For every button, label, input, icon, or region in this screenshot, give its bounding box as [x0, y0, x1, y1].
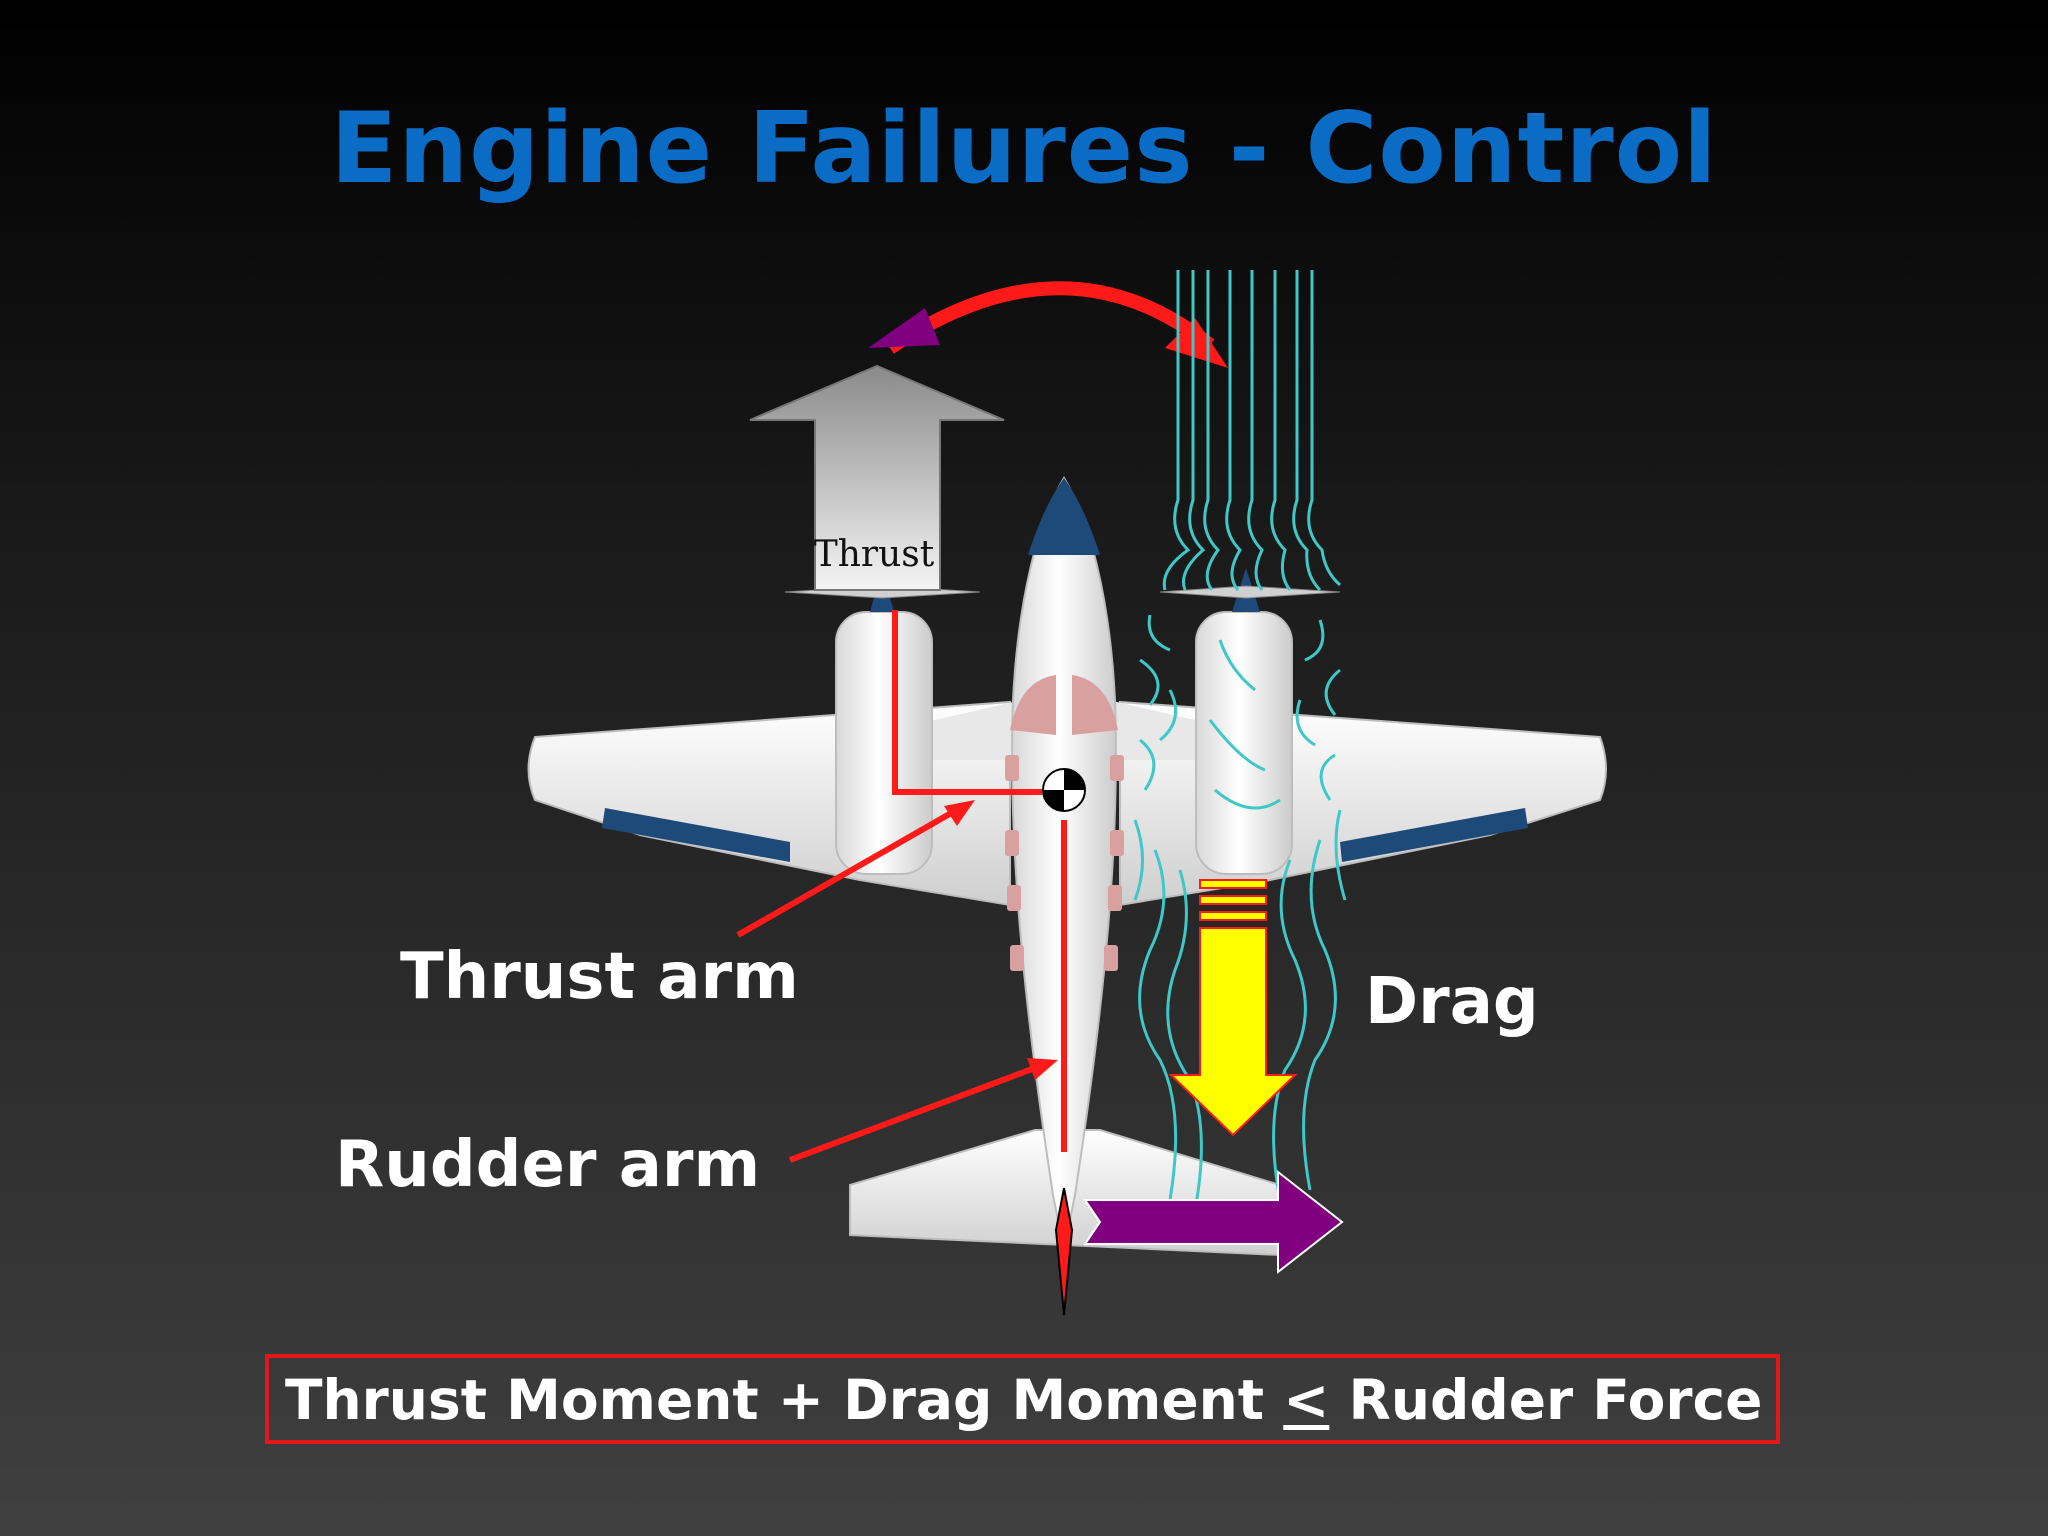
thrust-arm-line [892, 610, 1042, 795]
thrust-arm-label: Thrust arm [400, 940, 799, 1014]
center-of-gravity-icon [1042, 768, 1086, 812]
yaw-arrow [868, 281, 1228, 368]
formula-part2: Rudder Force [1348, 1368, 1763, 1432]
formula-part1: Thrust Moment + Drag Moment [285, 1368, 1265, 1432]
right-aileron [1340, 808, 1528, 862]
drag-arrow [1168, 879, 1298, 1137]
formula-text: Thrust Moment + Drag Moment < Rudder For… [285, 1368, 1762, 1432]
nose-cone [1028, 478, 1100, 555]
formula-leq-symbol: < [1283, 1368, 1330, 1432]
rudder [1054, 1187, 1074, 1316]
drag-label: Drag [1365, 965, 1539, 1039]
right-engine-nacelle [1195, 611, 1293, 875]
rudder-arm-label: Rudder arm [335, 1128, 761, 1202]
right-propeller [1159, 585, 1341, 599]
thrust-arm-pointer [736, 800, 975, 938]
rudder-arm-pointer [788, 1058, 1058, 1163]
rudder-force-arrow [1083, 1169, 1344, 1275]
left-aileron [602, 808, 790, 862]
formula-box [265, 1354, 1780, 1444]
thrust-label: Thrust [813, 534, 935, 575]
slide-title: Engine Failures - Control [330, 92, 1718, 206]
thrust-arrow [749, 364, 1005, 591]
cabin-windows [1005, 755, 1124, 971]
airflow-lines [1133, 270, 1347, 1211]
windshield [1010, 675, 1056, 735]
windshield [1072, 675, 1118, 735]
